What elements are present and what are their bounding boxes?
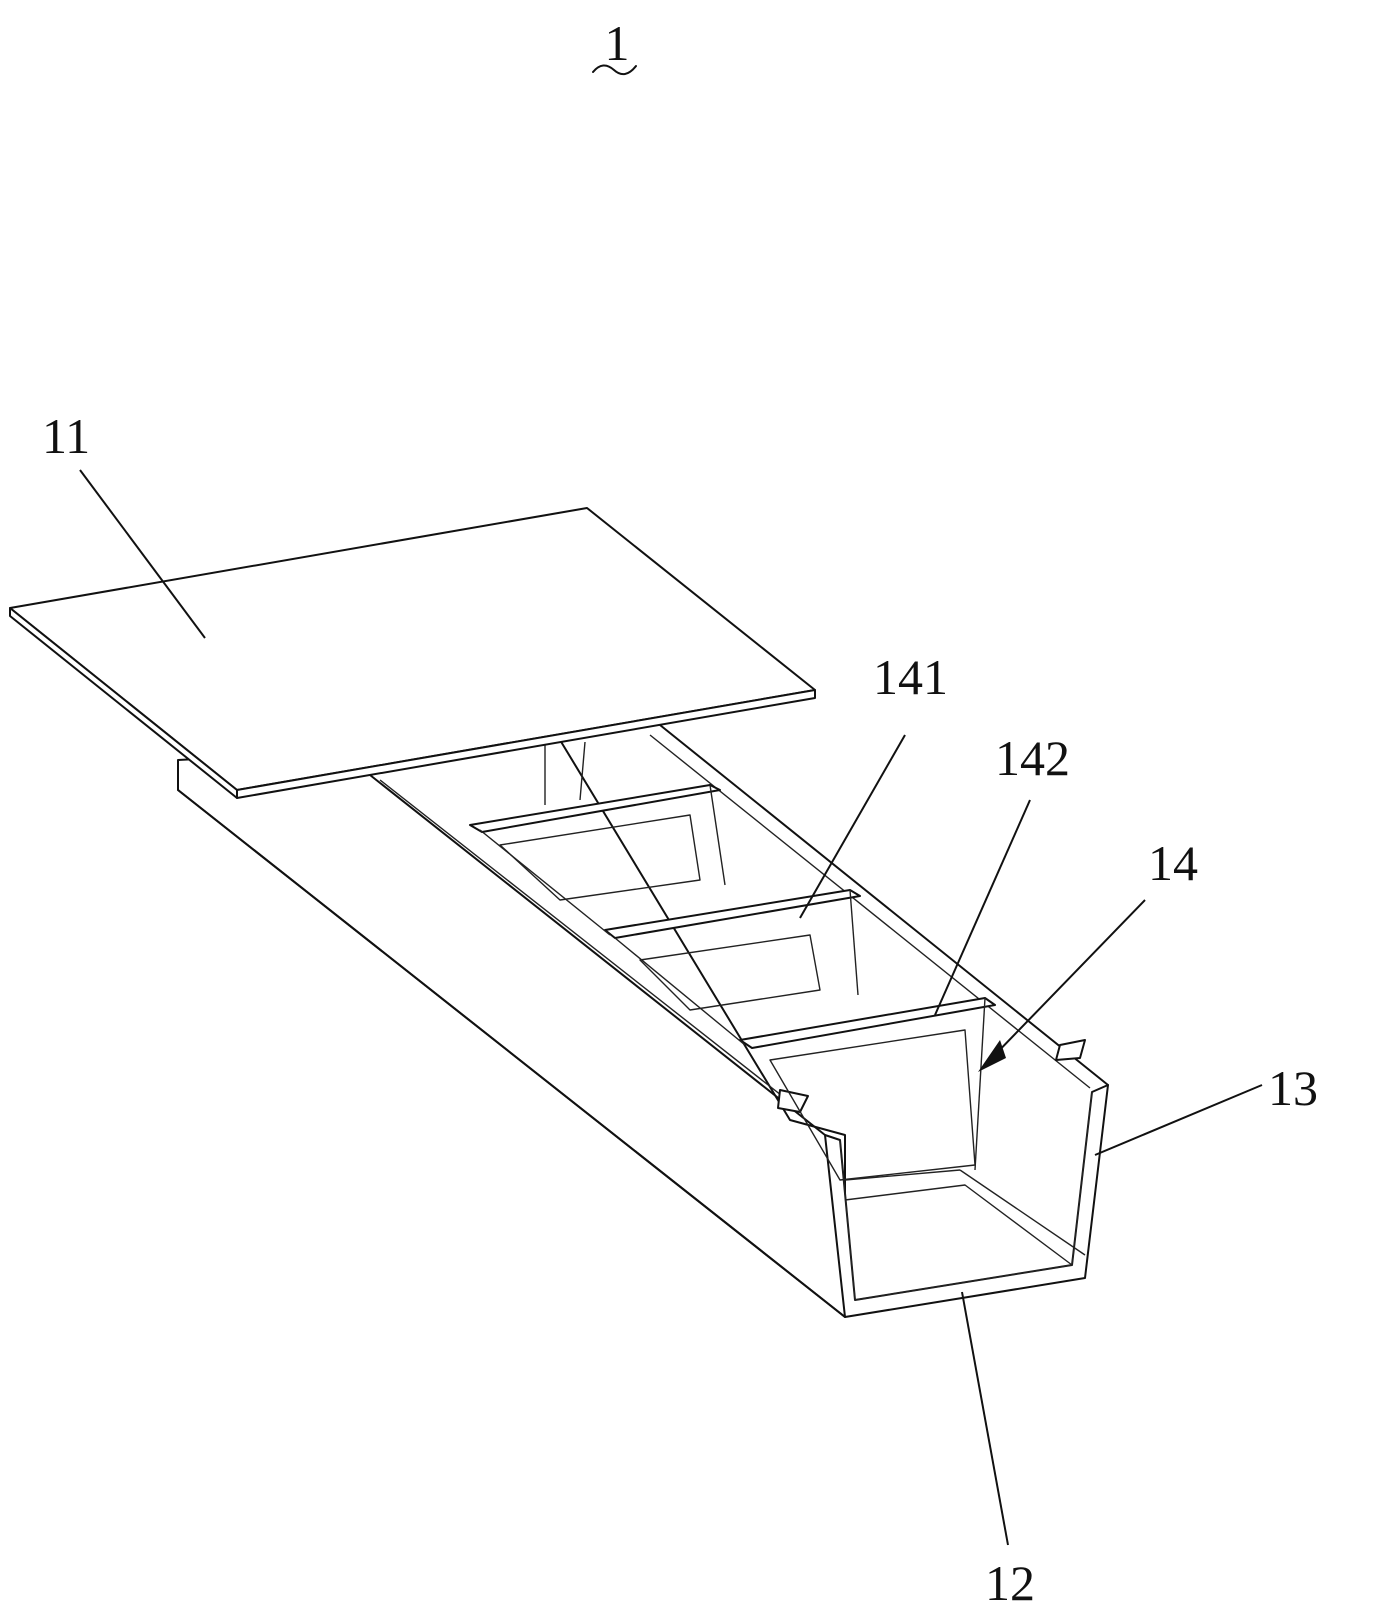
leader-12	[962, 1292, 1008, 1545]
callout-14: 14	[1148, 835, 1198, 891]
leader-142	[935, 800, 1030, 1015]
leader-13	[1095, 1085, 1262, 1155]
channel-body	[178, 725, 1108, 1317]
callout-141: 141	[873, 649, 948, 705]
callout-12: 12	[985, 1555, 1035, 1611]
callout-142: 142	[995, 730, 1070, 786]
leader-14	[988, 900, 1145, 1062]
callout-13: 13	[1268, 1060, 1318, 1116]
callout-11: 11	[42, 408, 90, 464]
cover-plate	[10, 508, 815, 798]
assembly-label: 1	[605, 15, 630, 71]
